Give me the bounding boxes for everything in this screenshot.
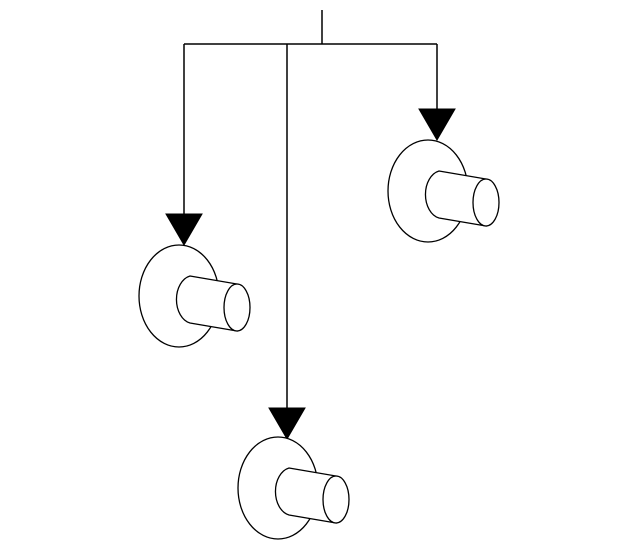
connector-lines <box>183 10 438 410</box>
right-shaft-end <box>472 178 500 227</box>
right-shaft-body <box>424 170 487 227</box>
left-shaft-body <box>175 275 238 332</box>
middle-arrowhead-icon <box>268 407 306 440</box>
left-shaft-end <box>223 283 251 332</box>
middle-part-icon <box>237 436 350 540</box>
right-part-icon <box>387 139 500 243</box>
right-arrowhead-icon <box>418 108 456 141</box>
middle-shaft-end <box>322 475 350 524</box>
middle-shaft-body <box>274 467 337 524</box>
left-part-icon <box>138 244 251 348</box>
left-arrowhead-icon <box>165 213 203 246</box>
arrowheads <box>165 108 456 440</box>
